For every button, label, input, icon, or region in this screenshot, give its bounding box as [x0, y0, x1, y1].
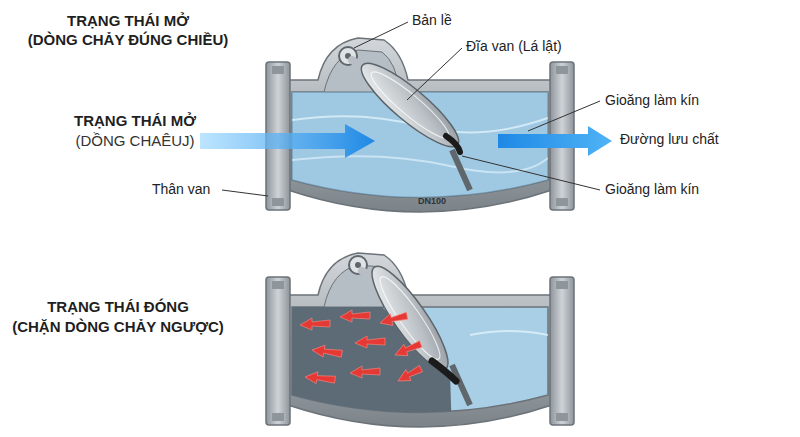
part-label: Đĩa van (Lá lật) [466, 38, 562, 56]
state-heading: TRẠNG THÁI MỞ [74, 112, 196, 131]
state-heading: TRẠNG THÁI MỞ [67, 12, 189, 31]
state-subheading: (DỒNG CHAÊUJ) [75, 132, 194, 151]
flow-label: Đường lưu chất [620, 131, 719, 149]
valve-closed [266, 253, 574, 437]
size-marking: DN100 [418, 196, 446, 207]
valve-open [200, 22, 612, 222]
part-label: Thân van [152, 181, 210, 199]
part-label: Gioăng làm kín [605, 181, 699, 199]
part-label: Gioăng làm kín [605, 92, 699, 110]
state-subheading: (DÒNG CHẢY ĐÚNG CHIỀU) [28, 31, 229, 50]
state-heading: TRẠNG THÁI ĐÓNG [47, 298, 189, 317]
part-label: Bản lề [412, 12, 452, 30]
state-subheading: (CHẶN DÒNG CHẢY NGƯỢC) [12, 318, 224, 337]
